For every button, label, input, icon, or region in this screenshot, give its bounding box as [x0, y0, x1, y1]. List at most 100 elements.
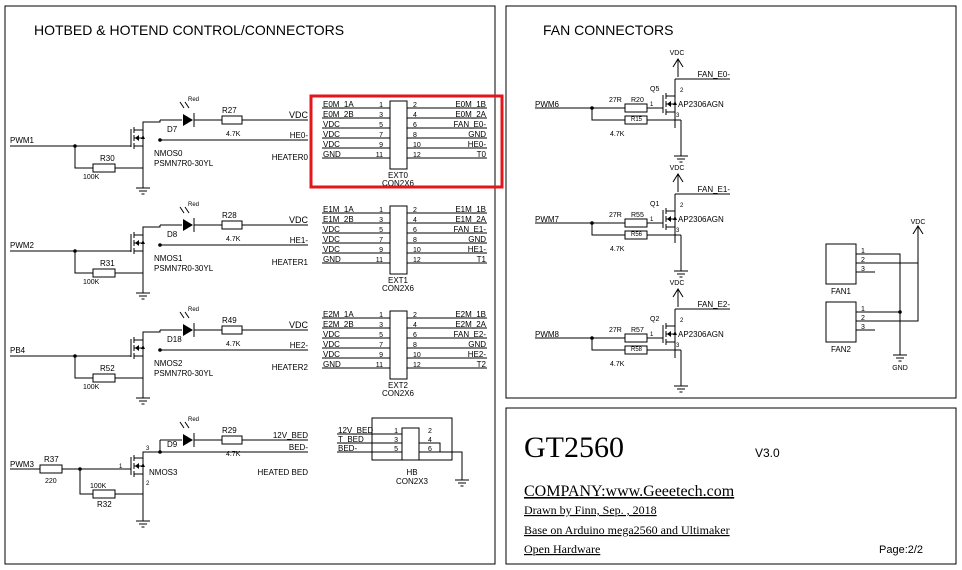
pin-label: T2 — [477, 360, 487, 369]
led-ref: D18 — [167, 335, 182, 344]
pin-number: 5 — [394, 446, 398, 453]
pin-label: FAN_E0- — [454, 120, 487, 129]
pin-label: E2M_1B — [455, 310, 486, 319]
led-ray — [179, 101, 185, 109]
pin-number: 4 — [413, 112, 417, 119]
pin-number: 1 — [650, 102, 654, 108]
pulldown-wire — [79, 469, 93, 495]
pin-number: 7 — [379, 132, 383, 139]
vdc-label: VDC — [670, 165, 685, 172]
pin-number: 12 — [413, 152, 421, 159]
led-resistor — [221, 435, 243, 445]
heated-bed-circuit: PWM3R37220100KR32132NMOS3RedD9R294.7K12V… — [10, 417, 308, 528]
led-ray — [184, 421, 190, 429]
pin-label: E1M_1A — [323, 205, 354, 214]
mosfet-ref: NMOS1 — [154, 254, 183, 263]
pin-label: VDC — [323, 235, 340, 244]
mosfet-arrow — [667, 216, 671, 222]
resistor-value: 4.7K — [226, 451, 241, 458]
mosfet-icon — [662, 323, 677, 345]
pin-label: GND — [323, 360, 341, 369]
vdc-label: VDC — [289, 320, 309, 330]
pin-number: 2 — [680, 318, 684, 324]
drain-wire — [142, 440, 161, 458]
led-ref: D7 — [167, 125, 178, 134]
pwm-label: PWM8 — [535, 330, 560, 339]
resistor-ref: R31 — [100, 259, 115, 268]
mosfet-diode — [141, 135, 145, 139]
series-resistor — [39, 464, 63, 474]
pin-label: VDC — [323, 120, 340, 129]
pin-number: 2 — [680, 88, 684, 94]
pin-number: 2 — [413, 207, 417, 214]
vdc-arrow-icon — [672, 288, 684, 307]
led-color-label: Red — [188, 307, 199, 313]
pin-number: 1 — [394, 428, 398, 435]
hotbed-panel — [4, 5, 496, 565]
led-ray — [184, 206, 190, 214]
pin-number: 4 — [413, 217, 417, 224]
junction-dot — [898, 310, 902, 314]
gnd-label: GND — [892, 365, 908, 372]
resistor-ref: R15 — [631, 117, 643, 123]
pwm-label: PWM2 — [10, 241, 35, 250]
he-label: HE1- — [290, 236, 309, 245]
pin-number: 1 — [650, 332, 654, 338]
highlight-box-ext0 — [309, 94, 504, 189]
pin-number: 2 — [146, 481, 150, 487]
connector-part: CON2X6 — [382, 389, 415, 398]
mosfet-part: PSMN7R0-30YL — [154, 369, 214, 378]
pin-number: 1 — [379, 312, 383, 319]
pin-number: 11 — [376, 257, 383, 264]
fan-out-label: FAN_E1- — [698, 185, 731, 194]
resistor-value: 220 — [45, 478, 57, 485]
junction-dot — [73, 354, 77, 358]
pwm-label: PB4 — [10, 346, 26, 355]
pin-label: E0M_1A — [323, 100, 354, 109]
title-block-panel — [505, 407, 957, 565]
pulldown-wire — [591, 338, 625, 351]
junction-dot — [78, 467, 82, 471]
pin-label: GND — [323, 150, 341, 159]
mosfet-diode — [141, 463, 145, 467]
fan-header-ref: FAN2 — [831, 345, 852, 354]
vdc-arrowhead — [672, 58, 684, 68]
pin-number: 2 — [861, 257, 865, 264]
mosfet-icon — [662, 208, 677, 230]
mosfet-part: PSMN7R0-30YL — [154, 264, 214, 273]
pin-number: 3 — [394, 437, 398, 444]
pin-number: 10 — [413, 142, 421, 149]
pwm-label: PWM6 — [535, 100, 560, 109]
led-icon — [179, 421, 195, 447]
vdc-rail — [875, 262, 919, 322]
junction-dot — [590, 336, 594, 340]
resistor-value: 27R — [609, 327, 622, 334]
pulldown-resistor — [92, 489, 116, 499]
pulldown-resistor — [92, 268, 116, 278]
ground-icon — [893, 345, 907, 362]
pin-number: 3 — [861, 266, 865, 273]
pin-number: 5 — [379, 227, 383, 234]
board-title: GT2560 — [524, 431, 624, 464]
vdc-label: VDC — [289, 215, 309, 225]
mosfet-icon — [130, 337, 145, 359]
pin-number: 2 — [428, 428, 432, 435]
pin-label: E0M_2A — [455, 110, 486, 119]
led-ray — [184, 101, 190, 109]
pin-label: FAN_E1- — [454, 225, 487, 234]
led-ray — [179, 206, 185, 214]
mosfet-diode — [673, 101, 677, 105]
pin-number: 1 — [861, 306, 865, 313]
pin-label: E2M_2A — [455, 320, 486, 329]
pin-number: 1 — [379, 102, 383, 109]
led-color-label: Red — [188, 202, 199, 208]
resistor-value: 27R — [609, 212, 622, 219]
pin-number: 4 — [428, 437, 432, 444]
pin-number: 3 — [676, 113, 680, 119]
heater-label: HEATED BED — [257, 468, 308, 477]
vdc-arrowhead — [912, 225, 924, 235]
resistor-value: 4.7K — [226, 341, 241, 348]
hotend-circuits: PWM1R30100KNMOS0PSMN7R0-30YLRedD7R274.7K… — [10, 97, 309, 405]
resistor-value: 100K — [90, 483, 107, 490]
hb-body — [401, 427, 420, 461]
